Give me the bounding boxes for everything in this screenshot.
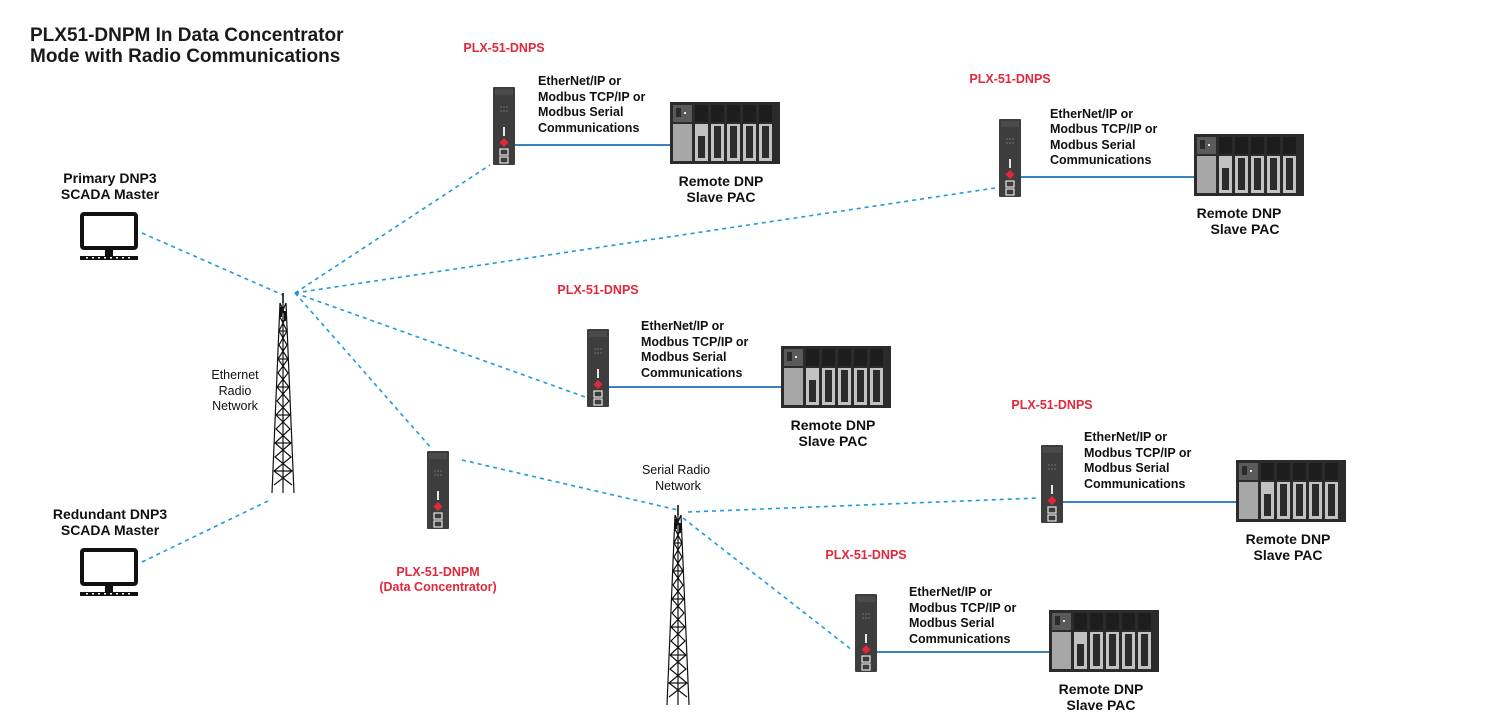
remote-site-2: PLX-51-DNPS EtherNet/IP or Modbus TCP/IP… xyxy=(969,72,1304,237)
comm-line-3: Modbus Serial xyxy=(641,350,726,364)
pac-label-2: Slave PAC xyxy=(1067,697,1136,713)
title-line-2: Mode with Radio Communications xyxy=(30,46,340,67)
comm-line-4: Communications xyxy=(909,632,1010,646)
concentrator-role: (Data Concentrator) xyxy=(379,580,496,594)
pac-chassis-icon xyxy=(670,102,780,164)
comm-line-1: EtherNet/IP or xyxy=(1050,107,1133,121)
redundant-master-label-2: SCADA Master xyxy=(61,522,160,538)
ethernet-network-label-1: Ethernet xyxy=(211,368,259,382)
comm-line-3: Modbus Serial xyxy=(1084,461,1169,475)
redundant-master-label-1: Redundant DNP3 xyxy=(53,506,168,522)
comm-line-1: EtherNet/IP or xyxy=(538,74,621,88)
pac-label-2: Slave PAC xyxy=(687,189,756,205)
pac-label-2: Slave PAC xyxy=(1211,221,1280,237)
pac-chassis-icon xyxy=(1194,134,1304,196)
ethernet-radio-network: Ethernet Radio Network xyxy=(211,292,295,494)
comm-line-4: Communications xyxy=(538,121,639,135)
pac-label-2: Slave PAC xyxy=(1254,547,1323,563)
pac-label-1: Remote DNP xyxy=(1246,531,1331,547)
comm-line-3: Modbus Serial xyxy=(538,105,623,119)
pac-label-1: Remote DNP xyxy=(1197,205,1282,221)
remote-site-5: PLX-51-DNPS EtherNet/IP or Modbus TCP/IP… xyxy=(825,548,1159,713)
primary-master-label-2: SCADA Master xyxy=(61,186,160,202)
comm-line-1: EtherNet/IP or xyxy=(1084,430,1167,444)
redundant-scada-master: Redundant DNP3 SCADA Master xyxy=(53,506,168,598)
pac-label-1: Remote DNP xyxy=(1059,681,1144,697)
remote-site-4: PLX-51-DNPS EtherNet/IP or Modbus TCP/IP… xyxy=(1011,398,1346,563)
serial-network-label-1: Serial Radio xyxy=(642,463,710,477)
slave-device-label: PLX-51-DNPS xyxy=(557,283,638,297)
comm-line-4: Communications xyxy=(1050,153,1151,167)
comm-line-3: Modbus Serial xyxy=(1050,138,1135,152)
plx51-dnpm-device-icon xyxy=(426,450,450,530)
serial-radio-tower-icon xyxy=(666,504,690,706)
radio-links xyxy=(141,164,1039,651)
redundant-master-monitor-icon xyxy=(78,548,140,598)
plx51-dnps-device-icon xyxy=(854,593,878,673)
wired-links xyxy=(515,144,1237,653)
pac-label-1: Remote DNP xyxy=(791,417,876,433)
primary-master-monitor-icon xyxy=(78,212,140,262)
remote-site-1: PLX-51-DNPS EtherNet/IP or Modbus TCP/IP… xyxy=(463,41,780,205)
ethernet-network-label-2: Radio xyxy=(219,384,252,398)
pac-chassis-icon xyxy=(1049,610,1159,672)
primary-master-label-1: Primary DNP3 xyxy=(63,170,157,186)
comm-line-1: EtherNet/IP or xyxy=(909,585,992,599)
data-concentrator: PLX-51-DNPM (Data Concentrator) xyxy=(379,450,497,594)
comm-line-2: Modbus TCP/IP or xyxy=(1050,122,1158,136)
ethernet-network-label-3: Network xyxy=(212,399,259,413)
plx51-dnps-device-icon xyxy=(1040,444,1064,524)
comm-line-4: Communications xyxy=(1084,477,1185,491)
primary-scada-master: Primary DNP3 SCADA Master xyxy=(61,170,160,262)
slave-device-label: PLX-51-DNPS xyxy=(969,72,1050,86)
comm-line-2: Modbus TCP/IP or xyxy=(538,90,646,104)
remote-site-3: PLX-51-DNPS EtherNet/IP or Modbus TCP/IP… xyxy=(557,283,891,449)
concentrator-name: PLX-51-DNPM xyxy=(396,565,479,579)
pac-label-2: Slave PAC xyxy=(799,433,868,449)
comm-line-2: Modbus TCP/IP or xyxy=(909,601,1017,615)
plx51-dnps-device-icon xyxy=(586,328,610,408)
pac-label-1: Remote DNP xyxy=(679,173,764,189)
serial-network-label-2: Network xyxy=(655,479,702,493)
comm-line-1: EtherNet/IP or xyxy=(641,319,724,333)
pac-chassis-icon xyxy=(1236,460,1346,522)
title-line-1: PLX51-DNPM In Data Concentrator xyxy=(30,25,344,46)
serial-radio-network: Serial Radio Network xyxy=(642,463,710,706)
pac-chassis-icon xyxy=(781,346,891,408)
plx51-dnps-device-icon xyxy=(492,86,516,166)
slave-device-label: PLX-51-DNPS xyxy=(1011,398,1092,412)
comm-line-4: Communications xyxy=(641,366,742,380)
slave-device-label: PLX-51-DNPS xyxy=(825,548,906,562)
plx51-dnps-device-icon xyxy=(998,118,1022,198)
ethernet-radio-tower-icon xyxy=(271,292,295,494)
comm-line-2: Modbus TCP/IP or xyxy=(641,335,749,349)
comm-line-2: Modbus TCP/IP or xyxy=(1084,446,1192,460)
comm-line-3: Modbus Serial xyxy=(909,616,994,630)
slave-device-label: PLX-51-DNPS xyxy=(463,41,544,55)
